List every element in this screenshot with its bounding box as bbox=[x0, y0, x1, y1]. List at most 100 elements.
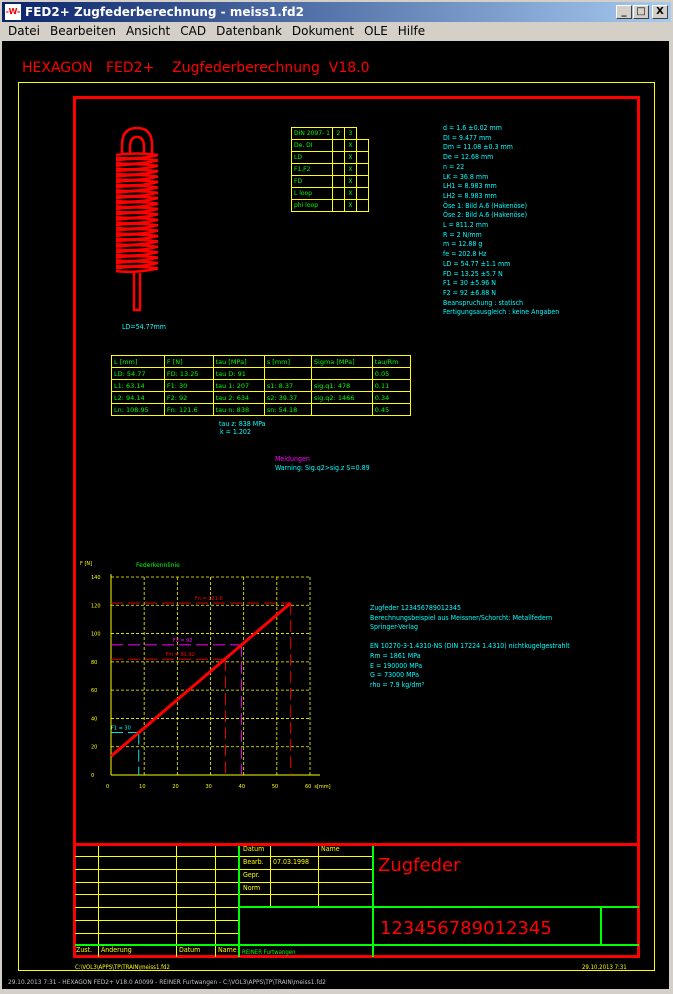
titleblock-line bbox=[215, 846, 216, 957]
y-tick-label: 0 bbox=[91, 773, 94, 779]
menu-hilfe[interactable]: Hilfe bbox=[397, 24, 426, 38]
drawing-number: 123456789012345 bbox=[380, 918, 552, 939]
din-cell: L loop bbox=[291, 187, 333, 200]
titleblock-line bbox=[239, 906, 639, 908]
parameter-line: DI = 9.477 mm bbox=[443, 133, 492, 142]
din-cell bbox=[331, 187, 345, 200]
menu-datenbank[interactable]: Datenbank bbox=[216, 24, 282, 38]
minimize-button[interactable]: _ bbox=[616, 5, 632, 19]
y-tick-label: 100 bbox=[91, 632, 101, 638]
maximize-button[interactable]: □ bbox=[633, 5, 649, 19]
menu-datei[interactable]: Datei bbox=[8, 24, 41, 38]
close-button[interactable]: X bbox=[652, 5, 668, 19]
load-cell: F1: 30 bbox=[163, 379, 214, 392]
title-bar: -W- FED2+ Zugfederberechnung - meiss1.fd… bbox=[2, 2, 671, 22]
window-title: Zugfederberechnung - meiss1.fd2 bbox=[74, 5, 304, 19]
din-cell bbox=[331, 175, 345, 188]
spring-length-label: LD=54.77mm bbox=[122, 323, 166, 331]
load-cell: LD: 54.77 bbox=[111, 367, 165, 380]
titleblock-line bbox=[600, 907, 602, 945]
din-cell: phi loop bbox=[291, 199, 333, 212]
app-name: FED2+ bbox=[25, 5, 70, 19]
din-cell bbox=[355, 139, 369, 152]
k-factor: k = 1.202 bbox=[220, 428, 251, 436]
annotation-label: Fn = 121.6 bbox=[195, 596, 223, 602]
chart-title: Federkennlinie bbox=[136, 562, 180, 569]
load-cell bbox=[310, 367, 373, 380]
parameter-line: n = 22 bbox=[443, 162, 465, 171]
din-cell: LD bbox=[291, 151, 333, 164]
material-line: Zugfeder 123456789012345 bbox=[370, 604, 461, 612]
titleblock-line bbox=[238, 846, 240, 957]
x-tick-label: 60 bbox=[305, 784, 311, 790]
material-line: Springer-Verlag bbox=[370, 623, 419, 632]
din-cell: 3 bbox=[343, 127, 357, 140]
titleblock-line bbox=[75, 894, 239, 895]
parameter-line: Beanspruchung : statisch bbox=[443, 298, 524, 307]
load-cell: s [mm] bbox=[263, 355, 312, 368]
titleblock-line bbox=[270, 846, 271, 907]
annotation-label: F1 = 30 bbox=[111, 726, 131, 732]
parameter-line: LH2 = 8.983 mm bbox=[443, 191, 497, 200]
tb-gepr: Gepr. bbox=[243, 871, 260, 879]
din-cell: F1,F2 bbox=[291, 163, 333, 176]
titleblock-line bbox=[75, 882, 239, 883]
load-cell: 0.11 bbox=[371, 379, 412, 392]
menu-bearbeiten[interactable]: Bearbeiten bbox=[50, 24, 116, 38]
load-cell: L [mm] bbox=[111, 355, 165, 368]
material-line: Rm = 1861 MPa bbox=[370, 651, 421, 660]
titleblock-line bbox=[239, 856, 373, 857]
parameter-line: d = 1.6 ±0.02 mm bbox=[443, 124, 502, 132]
parameter-line: F1 = 30 ±5.96 N bbox=[443, 279, 496, 288]
titleblock-line bbox=[75, 869, 239, 870]
y-tick-label: 60 bbox=[91, 688, 97, 694]
material-line bbox=[370, 633, 570, 643]
tb-name2: Name bbox=[218, 946, 237, 954]
din-cell bbox=[355, 151, 369, 164]
y-tick-label: 80 bbox=[91, 660, 97, 666]
drawing-header: HEXAGON FED2+ Zugfederberechnung V18.0 bbox=[22, 60, 370, 76]
y-axis-label: F [N] bbox=[80, 561, 92, 567]
tau-z: tau z: 838 MPa bbox=[219, 420, 266, 428]
tb-company: REINER Furtwangen bbox=[242, 949, 296, 956]
din-cell: X bbox=[343, 163, 357, 176]
tb-datum2: Datum bbox=[179, 946, 201, 954]
load-cell: s2: 39.37 bbox=[263, 391, 312, 404]
menu-bar: Datei Bearbeiten Ansicht CAD Datenbank Dokume… bbox=[2, 22, 671, 41]
drawing-canvas[interactable]: HEXAGON FED2+ Zugfederberechnung V18.0 L… bbox=[2, 41, 669, 989]
load-cell: tau 1: 207 bbox=[212, 379, 265, 392]
menu-cad[interactable]: CAD bbox=[180, 24, 207, 38]
titleblock-line bbox=[75, 920, 239, 921]
menu-ansicht[interactable]: Ansicht bbox=[125, 24, 171, 38]
material-line: E = 190000 MPa bbox=[370, 661, 423, 670]
din-cell: De, DI bbox=[291, 139, 333, 152]
parameter-line: F2 = 92 ±6.88 N bbox=[443, 288, 496, 297]
x-tick-label: 0 bbox=[106, 784, 109, 790]
titleblock-line bbox=[372, 846, 374, 957]
load-row: L [mm]F [N]tau [MPa]s [mm]Sigma [MPa]tau… bbox=[111, 355, 412, 368]
parameter-line: Öse 1: Bild A.6 (Hakenöse) bbox=[443, 201, 528, 210]
x-tick-label: 10 bbox=[139, 784, 145, 790]
load-cell: tau 2: 634 bbox=[212, 391, 265, 404]
load-cell: Sigma [MPa] bbox=[310, 355, 373, 368]
outer-frame bbox=[18, 82, 655, 971]
titleblock-line bbox=[98, 846, 99, 957]
parameter-line: fe = 202.8 Hz bbox=[443, 250, 487, 259]
din-cell: 2 bbox=[331, 127, 345, 140]
menu-dokument[interactable]: Dokument bbox=[291, 24, 355, 38]
din-cell bbox=[355, 187, 369, 200]
parameter-line: Öse 2: Bild A.6 (Hakenöse) bbox=[443, 211, 528, 220]
menu-ole[interactable]: OLE bbox=[364, 24, 388, 38]
status-line: 29.10.2013 7:31 - HEXAGON FED2+ V18.0 A0… bbox=[8, 978, 326, 986]
spring-icon[interactable]: -W- bbox=[5, 4, 21, 20]
titleblock-line bbox=[239, 869, 373, 870]
load-cell: sig.q1: 478 bbox=[310, 379, 373, 392]
parameter-line: LK = 36.8 mm bbox=[443, 172, 489, 181]
din-cell bbox=[355, 175, 369, 188]
